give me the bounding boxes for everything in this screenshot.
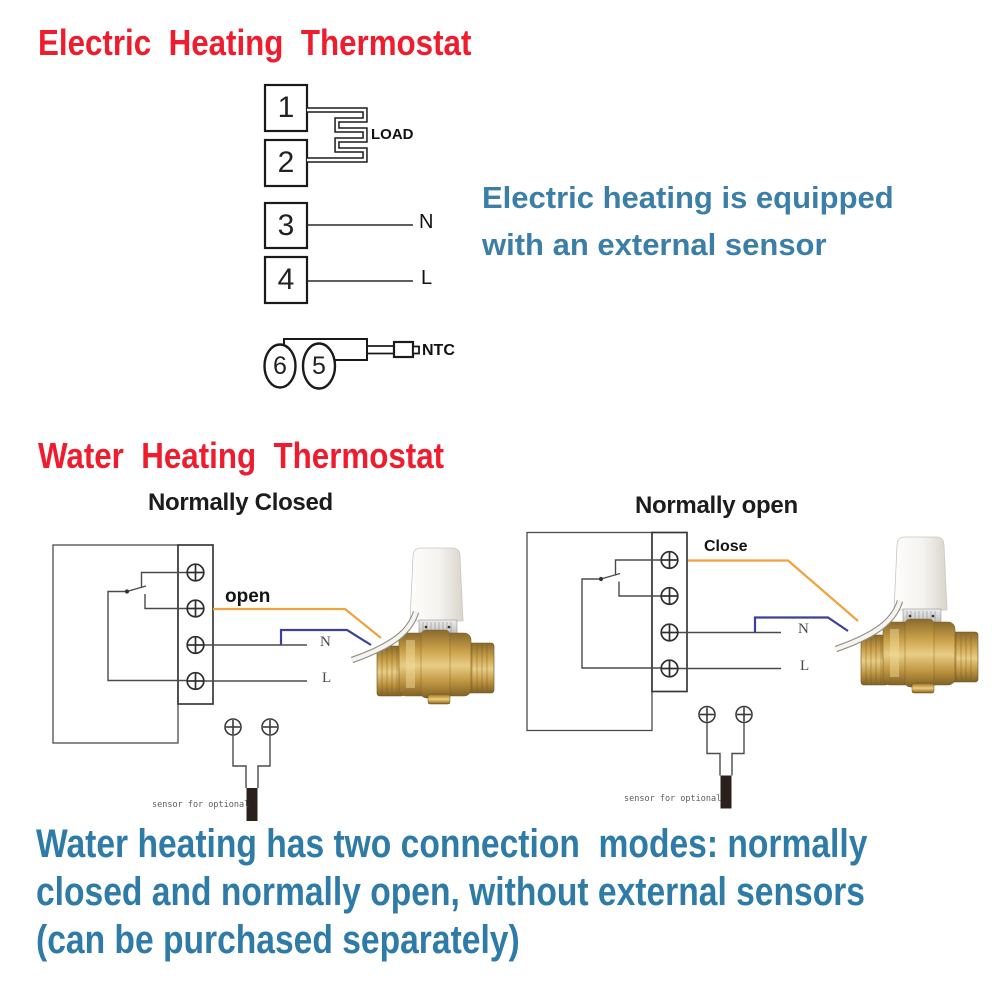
electric-neutral-label: N xyxy=(419,211,434,233)
normally-closed-title: Normally Closed xyxy=(148,489,333,516)
normally-open-title: Normally open xyxy=(635,492,798,519)
electric-section-title: Electric Heating Thermostat xyxy=(38,22,472,63)
valve-normally-closed xyxy=(352,548,494,704)
no-neutral-label: N xyxy=(798,621,809,637)
terminal-1-label: 1 xyxy=(277,91,295,124)
electric-terminal-boxes xyxy=(263,83,309,305)
open-wire-orange xyxy=(213,607,382,639)
nc-neutral-label: N xyxy=(320,634,331,650)
nc-sensor-note: sensor for optional xyxy=(152,800,250,810)
water-note: Water heating has two connection modes: … xyxy=(36,820,867,964)
electric-note-line2: with an external sensor xyxy=(482,227,827,262)
terminal-3-label: 3 xyxy=(277,208,295,242)
water-note-line2: closed and normally open, without extern… xyxy=(36,870,866,914)
water-note-line3: (can be purchased separately) xyxy=(36,918,520,962)
no-line-label: L xyxy=(800,658,810,674)
water-note-line1: Water heating has two connection modes: … xyxy=(36,822,868,866)
no-sensor-note: sensor for optional xyxy=(624,794,722,804)
neutral-wire-blue xyxy=(279,628,372,646)
normally-closed-diagram xyxy=(52,544,494,822)
terminal-4-label: 4 xyxy=(277,263,295,296)
sensor-terminal-6-label: 6 xyxy=(273,351,287,380)
valve-normally-open xyxy=(836,537,978,693)
electric-nl-wires xyxy=(307,224,413,282)
neutral-wire-blue xyxy=(753,616,849,633)
water-section-title: Water Heating Thermostat xyxy=(38,435,445,476)
normally-open-diagram xyxy=(526,531,978,810)
electric-note-line1: Electric heating is equipped xyxy=(482,180,894,215)
electric-wiring-diagram xyxy=(263,83,420,390)
open-wire-label: open xyxy=(225,586,271,607)
ntc-label: NTC xyxy=(422,342,455,359)
electric-note: Electric heating is equipped with an ext… xyxy=(482,174,894,268)
load-label: LOAD xyxy=(371,126,414,143)
close-wire-label: Close xyxy=(704,538,748,555)
sensor-terminal-5-label: 5 xyxy=(312,351,326,380)
electric-line-label: L xyxy=(421,267,433,289)
load-element xyxy=(307,107,368,163)
nc-line-label: L xyxy=(322,670,332,686)
terminal-2-label: 2 xyxy=(277,146,295,179)
ntc-sensor xyxy=(263,338,420,390)
close-wire-orange xyxy=(688,559,859,622)
